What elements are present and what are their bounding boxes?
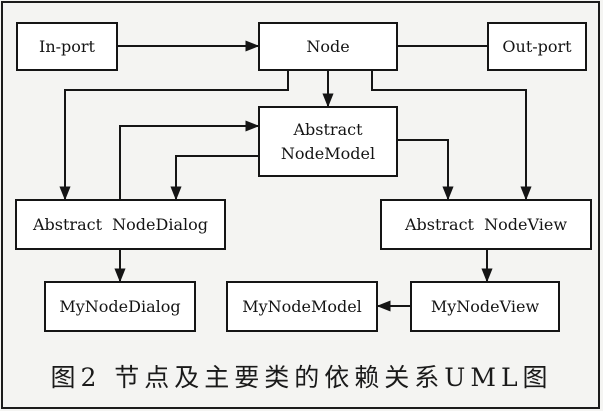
edge-dialog-to-model	[119, 120, 260, 199]
node-abstract-node-dialog: Abstract NodeDialog	[15, 199, 226, 250]
node-abstract-node-model: Abstract NodeModel	[258, 106, 398, 177]
node-abstract-node-dialog-label: Abstract NodeDialog	[32, 214, 208, 234]
edge-model-to-view	[398, 139, 454, 201]
edge-node-to-view	[371, 71, 532, 201]
node-my-node-model: MyNodeModel	[226, 281, 378, 332]
node-out-port: Out-port	[487, 22, 587, 71]
node-node: Node	[258, 22, 398, 71]
node-abstract-node-model-label: Abstract NodeModel	[280, 119, 376, 163]
node-my-node-dialog: MyNodeDialog	[44, 281, 196, 332]
edge-node-to-dialog	[59, 71, 289, 201]
node-abstract-node-view: Abstract NodeView	[380, 199, 592, 250]
edge-model-to-dialog	[170, 155, 258, 201]
node-my-node-view-label: MyNodeView	[430, 296, 540, 316]
node-abstract-node-view-label: Abstract NodeView	[404, 214, 568, 234]
node-out-port-label: Out-port	[502, 36, 572, 56]
figure-caption: 图2 节点及主要类的依赖关系UML图	[50, 363, 553, 392]
node-node-label: Node	[306, 36, 350, 56]
node-in-port-label: In-port	[39, 36, 95, 56]
node-my-node-dialog-label: MyNodeDialog	[59, 296, 181, 316]
node-in-port: In-port	[16, 22, 118, 71]
node-my-node-view: MyNodeView	[410, 281, 560, 332]
node-my-node-model-label: MyNodeModel	[242, 296, 362, 316]
